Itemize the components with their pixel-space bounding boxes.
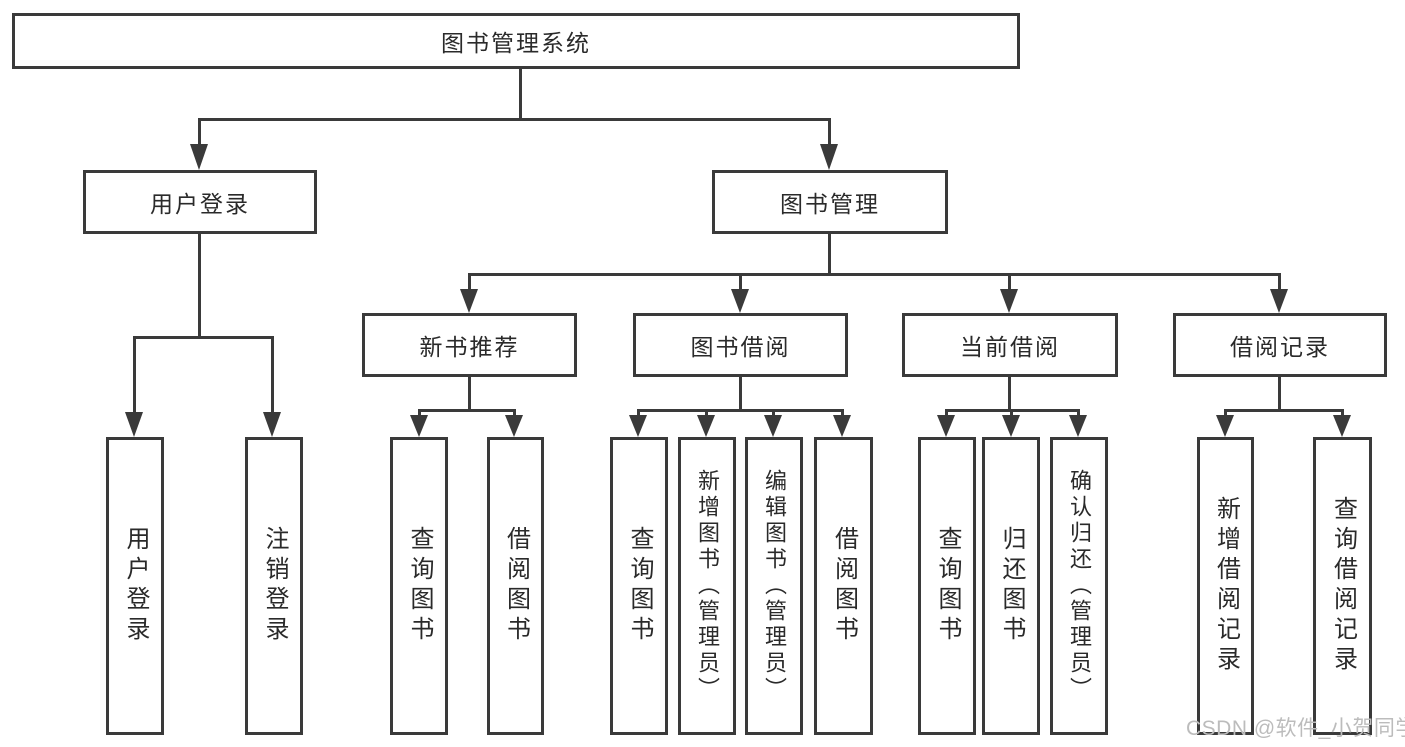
connector-line [1224, 409, 1343, 412]
node-label: 查询图书 [406, 526, 433, 646]
node-label: 用户登录 [122, 526, 149, 646]
connector-line [1278, 377, 1281, 409]
node-leaf-query-borrow-record: 查询借阅记录 [1313, 437, 1372, 735]
node-label: 新增图书（管理员） [695, 469, 720, 703]
node-label: 新书推荐 [419, 334, 520, 360]
node-leaf-return-books: 归还图书 [982, 437, 1040, 735]
arrow-down-icon [1333, 415, 1351, 437]
connector-line [637, 409, 640, 417]
arrow-down-icon [731, 289, 749, 313]
connector-line [739, 273, 742, 289]
arrow-down-icon [937, 415, 955, 437]
connector-line [133, 336, 274, 339]
arrow-down-icon [820, 144, 838, 170]
connector-line [945, 409, 948, 417]
connector-line [841, 409, 844, 417]
node-user-login: 用户登录 [83, 170, 317, 234]
connector-line [468, 273, 1281, 276]
connector-line [468, 273, 471, 289]
arrow-down-icon [1002, 415, 1020, 437]
node-label: 图书管理系统 [441, 30, 591, 56]
connector-line [198, 118, 831, 121]
connector-line [1341, 409, 1344, 417]
arrow-down-icon [263, 412, 281, 437]
arrow-down-icon [505, 415, 523, 437]
connector-line [1010, 409, 1013, 417]
node-leaf-query-books-current: 查询图书 [918, 437, 976, 735]
node-current-borrow: 当前借阅 [902, 313, 1118, 377]
arrow-down-icon [833, 415, 851, 437]
node-label: 借阅记录 [1230, 334, 1330, 360]
arrow-down-icon [1000, 289, 1018, 313]
node-leaf-user-login: 用户登录 [106, 437, 164, 735]
connector-line [271, 336, 274, 412]
connector-line [1224, 409, 1227, 417]
arrow-down-icon [460, 289, 478, 313]
arrow-down-icon [410, 415, 428, 437]
node-label: 用户登录 [150, 191, 250, 217]
arrow-down-icon [190, 144, 208, 170]
node-new-book-recommend: 新书推荐 [362, 313, 577, 377]
connector-line [828, 234, 831, 273]
node-label: 新增借阅记录 [1212, 496, 1240, 676]
connector-line [418, 409, 421, 417]
node-leaf-query-books-borrow: 查询图书 [610, 437, 668, 735]
connector-line [468, 377, 471, 409]
arrow-down-icon [764, 415, 782, 437]
connector-line [418, 409, 516, 412]
node-leaf-confirm-return-admin: 确认归还（管理员） [1050, 437, 1108, 735]
node-label: 图书借阅 [690, 334, 791, 360]
arrow-down-icon [1270, 289, 1288, 313]
node-leaf-add-books-admin: 新增图书（管理员） [678, 437, 736, 735]
connector-line [1278, 273, 1281, 289]
connector-line [705, 409, 708, 417]
connector-line [513, 409, 516, 417]
node-label: 归还图书 [998, 526, 1025, 646]
connector-line [772, 409, 775, 417]
node-label: 确认归还（管理员） [1067, 469, 1092, 703]
node-label: 注销登录 [261, 526, 288, 646]
watermark-text: CSDN @软件_小贺同学 [1186, 717, 1405, 740]
node-book-borrow: 图书借阅 [633, 313, 848, 377]
connector-line [1008, 273, 1011, 289]
connector-line [1008, 377, 1011, 409]
node-book-management: 图书管理 [712, 170, 948, 234]
connector-line [519, 68, 522, 118]
arrow-down-icon [629, 415, 647, 437]
node-label: 借阅图书 [830, 526, 858, 646]
node-label: 当前借阅 [960, 334, 1060, 360]
node-leaf-query-books-newbook: 查询图书 [390, 437, 448, 735]
node-leaf-logout: 注销登录 [245, 437, 303, 735]
connector-line [1077, 409, 1080, 417]
node-label: 查询图书 [934, 526, 961, 646]
node-borrow-records: 借阅记录 [1173, 313, 1387, 377]
node-leaf-borrow-books: 借阅图书 [814, 437, 873, 735]
connector-line [637, 409, 844, 412]
arrow-down-icon [125, 412, 143, 437]
node-leaf-add-borrow-record: 新增借阅记录 [1197, 437, 1254, 735]
connector-line [739, 377, 742, 409]
node-label: 借阅图书 [502, 526, 530, 646]
arrow-down-icon [1216, 415, 1234, 437]
connector-line [828, 118, 831, 146]
node-label: 编辑图书（管理员） [762, 469, 787, 703]
node-leaf-edit-books-admin: 编辑图书（管理员） [745, 437, 803, 735]
connector-line [133, 336, 136, 412]
node-label: 图书管理 [780, 191, 880, 217]
arrow-down-icon [1069, 415, 1087, 437]
connector-line [198, 118, 201, 146]
node-label: 查询借阅记录 [1329, 496, 1357, 676]
connector-line [198, 234, 201, 336]
node-leaf-borrow-books-newbook: 借阅图书 [487, 437, 544, 735]
arrow-down-icon [697, 415, 715, 437]
node-label: 查询图书 [626, 526, 653, 646]
node-library-management-system: 图书管理系统 [12, 13, 1020, 69]
